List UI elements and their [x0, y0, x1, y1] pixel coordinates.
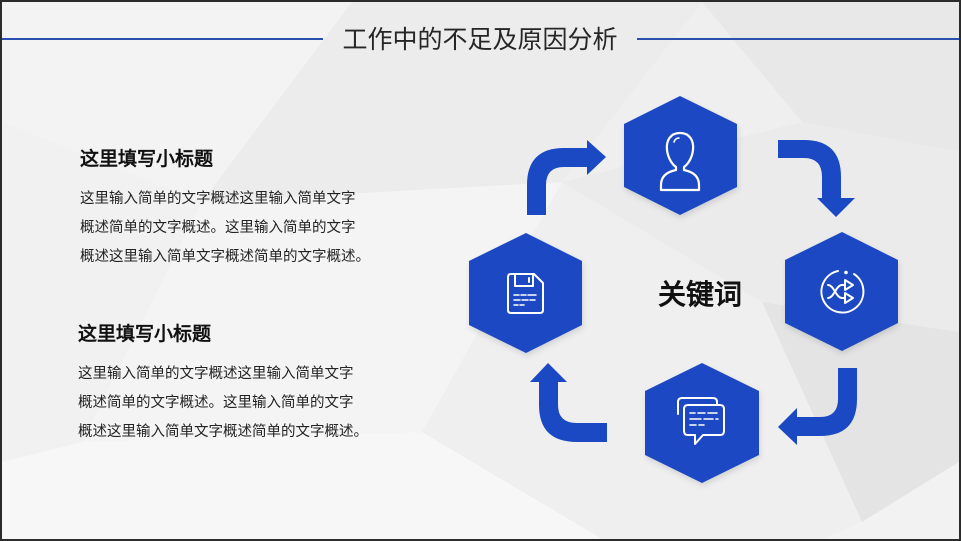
block-subtitle: 这里填写小标题 [80, 148, 214, 170]
arrow-right-to-bottom [778, 368, 857, 445]
block-description: 这里输入简单的文字概述这里输入简单文字 概述简单的文字概述。这里输入简单的文字 … [80, 185, 420, 272]
save-icon [507, 273, 544, 314]
block-description: 这里输入简单的文字概述这里输入简单文字 概述简单的文字概述。这里输入简单的文字 … [78, 360, 418, 447]
node-top [624, 96, 737, 215]
user-icon [659, 131, 701, 192]
shuffle-icon [820, 270, 865, 314]
title-divider-left [2, 38, 323, 40]
node-bottom [645, 363, 759, 483]
desc-line: 概述这里输入简单文字概述简单的文字概述。 [78, 424, 368, 440]
desc-line: 概述这里输入简单文字概述简单的文字概述。 [80, 249, 370, 265]
desc-line: 概述简单的文字概述。这里输入简单的文字 [78, 395, 354, 411]
desc-line: 这里输入简单的文字概述这里输入简单文字 [78, 366, 354, 382]
arrow-bottom-to-left [530, 363, 607, 442]
node-right [785, 232, 898, 351]
desc-line: 这里输入简单的文字概述这里输入简单文字 [80, 191, 356, 207]
page-title: 工作中的不足及原因分析 [342, 25, 618, 54]
node-left [469, 233, 582, 353]
text-block-1: 这里填写小标题 这里输入简单的文字概述这里输入简单文字 概述简单的文字概述。这里… [80, 146, 420, 272]
arrow-top-to-right [778, 140, 855, 217]
title-divider-right [637, 38, 959, 40]
chat-icon [677, 397, 725, 445]
center-keyword: 关键词 [657, 278, 742, 311]
desc-line: 概述简单的文字概述。这里输入简单的文字 [80, 220, 356, 236]
cycle-arrows [527, 140, 857, 445]
arrow-left-to-top [527, 140, 606, 215]
block-subtitle: 这里填写小标题 [78, 323, 212, 345]
text-block-2: 这里填写小标题 这里输入简单的文字概述这里输入简单文字 概述简单的文字概述。这里… [78, 321, 418, 447]
